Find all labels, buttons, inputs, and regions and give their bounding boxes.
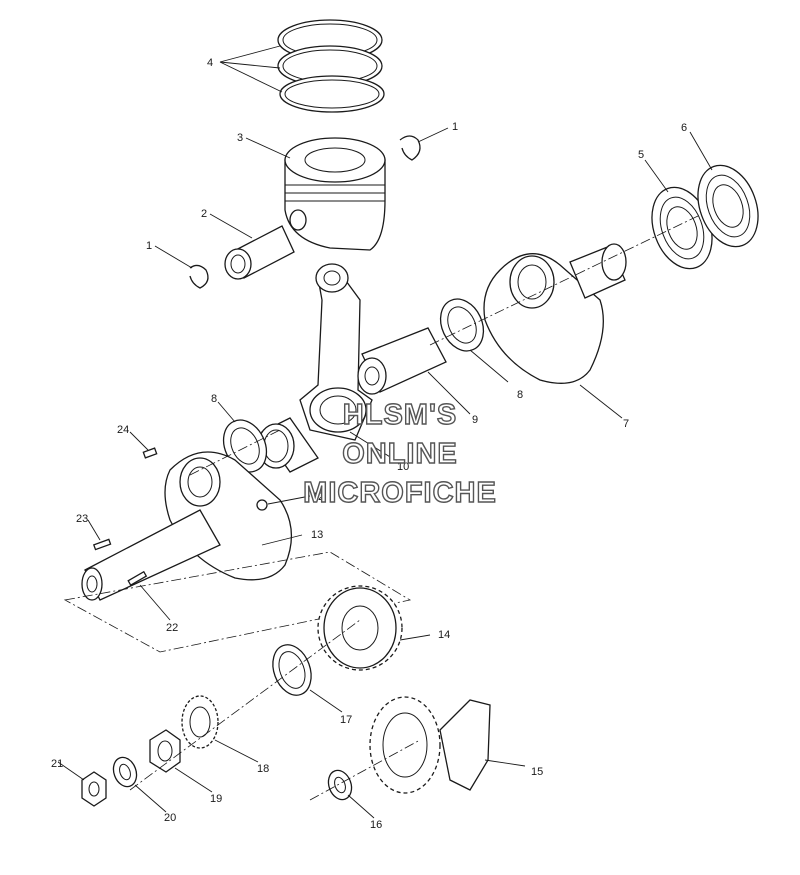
callout-9: 9	[472, 414, 478, 426]
callout-18: 18	[257, 763, 269, 775]
washer-20	[112, 756, 138, 788]
callout-1-upper: 1	[452, 121, 458, 133]
sprocket-18	[181, 695, 219, 749]
callout-5: 5	[638, 149, 644, 161]
callout-23: 23	[76, 513, 88, 525]
callout-16: 16	[370, 819, 382, 831]
connecting-rod	[299, 263, 373, 441]
leader-lines	[57, 45, 713, 819]
main-bearing-6	[697, 164, 759, 248]
circlip-lower	[189, 264, 209, 289]
callout-24: 24	[117, 424, 129, 436]
washer-16	[327, 769, 353, 801]
watermark-line-3: MICROFICHE	[303, 477, 497, 509]
ball-12	[256, 499, 268, 511]
callout-17: 17	[340, 714, 352, 726]
gear-14	[317, 585, 403, 671]
nut-21	[81, 771, 107, 807]
crank-pin	[357, 327, 447, 395]
center-lines	[129, 214, 701, 801]
watermark-line-2: ONLINE	[342, 438, 458, 470]
callout-4: 4	[207, 57, 213, 69]
callout-19: 19	[210, 793, 222, 805]
thrust-washer-upper	[439, 298, 485, 352]
assembly-bracket	[63, 551, 412, 653]
callout-14: 14	[438, 629, 450, 641]
piston	[284, 137, 386, 251]
callout-labels: 4 1 3 2 1 5 6 7 8 9 8 10 12 24 23 13 22 …	[51, 57, 687, 831]
callout-1-lower: 1	[146, 240, 152, 252]
circlip-upper	[399, 135, 421, 161]
piston-rings	[277, 19, 385, 113]
balance-shaft-15	[369, 696, 491, 794]
crankshaft-right-half	[483, 243, 627, 384]
pin-23	[92, 538, 112, 551]
callout-13: 13	[311, 529, 323, 541]
callout-8-upper: 8	[517, 389, 523, 401]
watermark: HLSM'S ONLINE MICROFICHE	[302, 398, 497, 509]
callout-15: 15	[531, 766, 543, 778]
callout-21: 21	[51, 758, 63, 770]
callout-3: 3	[237, 132, 243, 144]
callout-7: 7	[623, 418, 629, 430]
callout-22: 22	[166, 622, 178, 634]
callout-20: 20	[164, 812, 176, 824]
callout-2: 2	[201, 208, 207, 220]
callout-10: 10	[397, 461, 409, 473]
watermark-line-1: HLSM'S	[343, 399, 457, 431]
crankshaft-left-half	[81, 451, 293, 601]
callout-12: 12	[312, 491, 324, 503]
piston-pin	[224, 225, 295, 280]
nut-19	[149, 729, 181, 773]
pin-22	[127, 570, 148, 586]
callout-8-lower: 8	[211, 393, 217, 405]
callout-6: 6	[681, 122, 687, 134]
key-24	[142, 447, 158, 459]
